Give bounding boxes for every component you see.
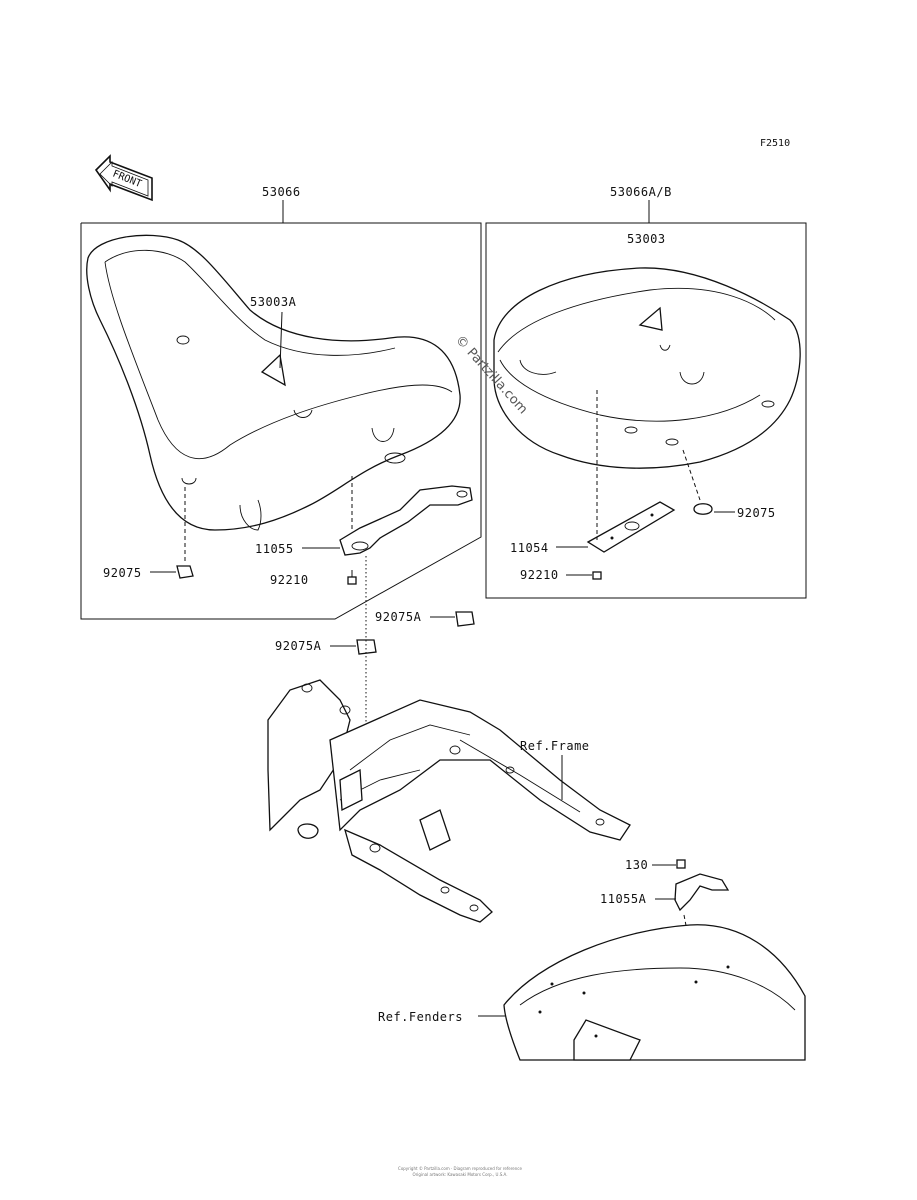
bolt-fender (676, 859, 686, 869)
label-rear-seat-assy: 53066A/B (610, 185, 672, 199)
bolt-front (347, 570, 357, 585)
bracket-front (339, 485, 473, 556)
label-bolt-fender: 130 (625, 858, 648, 872)
label-bracket-front: 11055 (255, 542, 294, 556)
footer-line-1: Copyright © Partzilla.com · Diagram repr… (398, 1166, 522, 1171)
bolt-rear (592, 571, 602, 580)
label-bracket-fender: 11055A (600, 892, 647, 906)
label-rear-seat-cover: 53003 (627, 232, 666, 246)
label-damper-front: 92075 (103, 566, 142, 580)
front-seat-box (80, 222, 482, 620)
label-ref-frame: Ref.Frame (520, 739, 590, 753)
label-damper-upper: 92075A (375, 610, 422, 624)
label-front-seat-cover: 53003A (250, 295, 297, 309)
figure-code: F2510 (760, 138, 790, 149)
frame (267, 679, 631, 923)
label-bolt-rear: 92210 (520, 568, 559, 582)
damper-lower (356, 639, 377, 655)
label-front-seat-assy: 53066 (262, 185, 301, 199)
fender (503, 924, 806, 1061)
bracket-rear (586, 501, 676, 553)
copyright-footer: Copyright © Partzilla.com · Diagram repr… (300, 1166, 620, 1178)
damper-front (176, 565, 194, 579)
front-arrow-icon: FRONT (94, 154, 153, 202)
rear-seat-box (485, 222, 807, 599)
label-ref-fenders: Ref.Fenders (378, 1010, 463, 1024)
damper-upper (455, 611, 475, 627)
footer-line-2: Original artwork: Kawasaki Motors Corp.,… (412, 1172, 508, 1177)
label-bracket-rear: 11054 (510, 541, 549, 555)
damper-rear (693, 503, 713, 515)
rear-seat (493, 267, 801, 469)
bracket-fender (674, 873, 730, 912)
label-bolt-front: 92210 (270, 573, 309, 587)
front-seat (86, 234, 461, 531)
label-damper-rear: 92075 (737, 506, 776, 520)
label-damper-lower: 92075A (275, 639, 322, 653)
